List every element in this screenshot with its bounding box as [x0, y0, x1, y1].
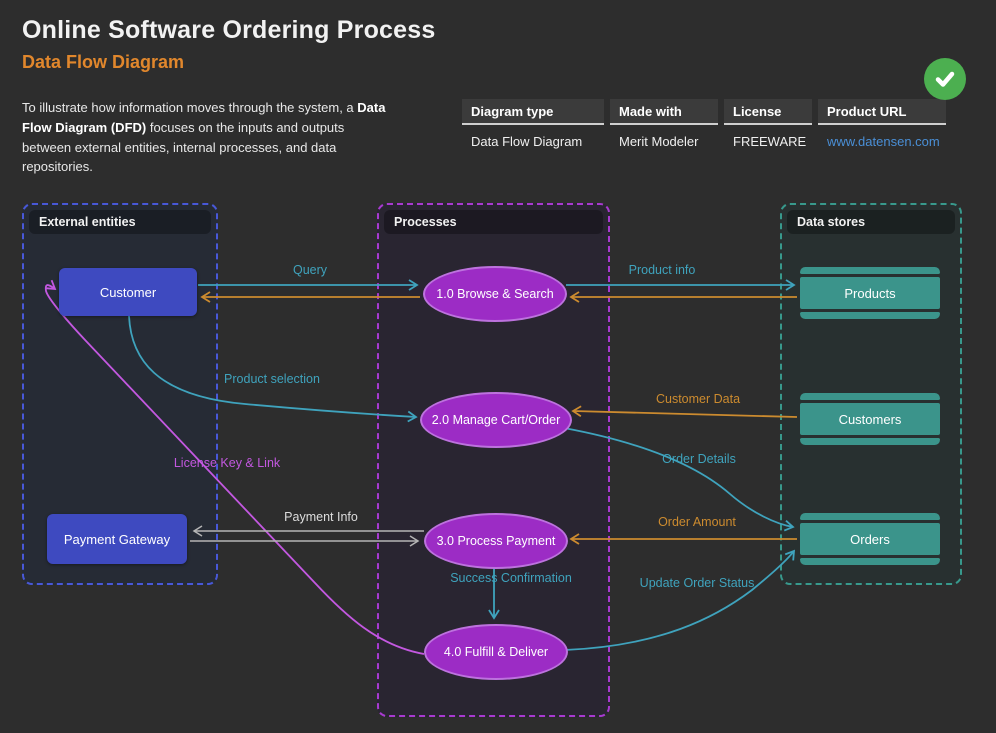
store-top-bar	[800, 393, 940, 400]
group-data-stores-header: Data stores	[787, 210, 955, 234]
store-bottom-bar	[800, 312, 940, 319]
flow-label-payment-info: Payment Info	[284, 510, 358, 524]
info-table-cell-license: FREEWARE	[733, 134, 807, 149]
description-bold: Data Flow Diagram (DFD)	[22, 100, 386, 135]
page-title: Online Software Ordering Process	[22, 16, 436, 44]
store-label: Orders	[850, 531, 890, 547]
node-process-browse-search[interactable]: 1.0 Browse & Search	[423, 266, 567, 322]
info-table-cell-diagram-type: Data Flow Diagram	[471, 134, 583, 149]
check-icon	[924, 58, 966, 100]
info-table-header-made-with: Made with	[610, 99, 718, 125]
node-process-manage-cart[interactable]: 2.0 Manage Cart/Order	[420, 392, 572, 448]
node-customer[interactable]: Customer	[59, 268, 197, 316]
info-table-header-product-url: Product URL	[818, 99, 946, 125]
group-processes-header: Processes	[384, 210, 603, 234]
group-external-entities-header: External entities	[29, 210, 211, 234]
store-body: Customers	[800, 403, 940, 435]
node-store-products[interactable]: Products	[800, 267, 940, 319]
flow-label-query: Query	[292, 263, 328, 277]
node-store-customers[interactable]: Customers	[800, 393, 940, 445]
flow-label-order-amount: Order Amount	[658, 515, 736, 529]
description-pre: To illustrate how information moves thro…	[22, 100, 358, 115]
info-table: Diagram type Made with License Product U…	[462, 99, 946, 155]
checkmark-glyph	[935, 71, 955, 87]
info-table-cell-made-with: Merit Modeler	[619, 134, 699, 149]
description-post: focuses on the inputs and outputs betwee…	[22, 119, 345, 175]
info-table-header-diagram-type: Diagram type	[462, 99, 604, 125]
info-table-header-license: License	[724, 99, 812, 125]
store-bottom-bar	[800, 558, 940, 565]
flow-label-product-selection: Product selection	[224, 372, 320, 386]
store-label: Products	[844, 285, 896, 301]
node-store-orders[interactable]: Orders	[800, 513, 940, 565]
description-text: To illustrate how information moves thro…	[22, 98, 394, 177]
info-table-cell-product-url: www.datensen.com	[818, 125, 946, 155]
store-bottom-bar	[800, 438, 940, 445]
flow-label-customer-data: Customer Data	[655, 392, 741, 406]
node-payment-gateway[interactable]: Payment Gateway	[47, 514, 187, 564]
store-top-bar	[800, 267, 940, 274]
page-subtitle: Data Flow Diagram	[22, 52, 185, 72]
flow-label-license-key-link: License Key & Link	[173, 456, 281, 470]
node-process-fulfill-deliver[interactable]: 4.0 Fulfill & Deliver	[424, 624, 568, 680]
flow-label-update-order-status: Update Order Status	[639, 576, 755, 590]
store-body: Orders	[800, 523, 940, 555]
flow-label-product-info: Product info	[628, 263, 696, 277]
node-process-payment[interactable]: 3.0 Process Payment	[424, 513, 568, 569]
store-top-bar	[800, 513, 940, 520]
store-body: Products	[800, 277, 940, 309]
product-url-link[interactable]: www.datensen.com	[827, 134, 940, 149]
flow-label-success-confirmation: Success Confirmation	[450, 571, 572, 585]
flow-label-order-details: Order Details	[662, 452, 736, 466]
store-label: Customers	[838, 411, 902, 427]
